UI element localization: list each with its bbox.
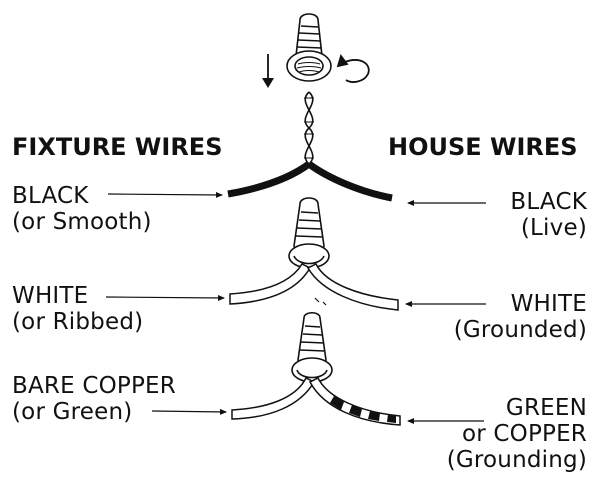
fixture-black-sublabel: (or Smooth) bbox=[12, 209, 152, 235]
black-wire-house bbox=[306, 161, 393, 202]
rotate-arrow-icon bbox=[336, 54, 370, 83]
house-white-sublabel: (Grounded) bbox=[453, 317, 587, 343]
wire-nut-icon bbox=[286, 13, 332, 82]
fixture-copper-sublabel: (or Green) bbox=[12, 399, 133, 425]
house-wires-header: HOUSE WIRES bbox=[388, 133, 578, 161]
ground-wire-stripes bbox=[330, 396, 396, 423]
down-arrow-icon bbox=[262, 54, 274, 88]
house-black-sublabel: (Live) bbox=[520, 215, 587, 241]
house-ground-sublabel-2: (Grounding) bbox=[446, 447, 587, 473]
fixture-black-label: BLACK bbox=[12, 183, 89, 209]
house-ground-sublabel-1: or COPPER bbox=[461, 421, 587, 447]
wire-nut-icon bbox=[291, 311, 333, 383]
pointer-arrow-icon bbox=[105, 294, 225, 301]
wire-nut-icon bbox=[288, 197, 330, 269]
ground-wire-house bbox=[308, 376, 401, 426]
twisted-wires-icon bbox=[304, 91, 314, 165]
pointer-arrow-icon bbox=[107, 191, 223, 198]
house-white-label: WHITE bbox=[510, 291, 587, 317]
house-black-label: BLACK bbox=[510, 189, 587, 215]
fixture-copper-label: BARE COPPER bbox=[12, 373, 176, 399]
white-wire-pair bbox=[229, 262, 399, 311]
copper-wire-fixture bbox=[231, 376, 316, 420]
black-wire-fixture bbox=[227, 161, 312, 198]
fixture-white-label: WHITE bbox=[12, 283, 89, 309]
pointer-arrow-icon bbox=[151, 408, 227, 415]
fixture-wires-header: FIXTURE WIRES bbox=[12, 133, 223, 161]
house-ground-label: GREEN bbox=[505, 395, 587, 421]
fixture-white-sublabel: (or Ribbed) bbox=[12, 309, 144, 335]
